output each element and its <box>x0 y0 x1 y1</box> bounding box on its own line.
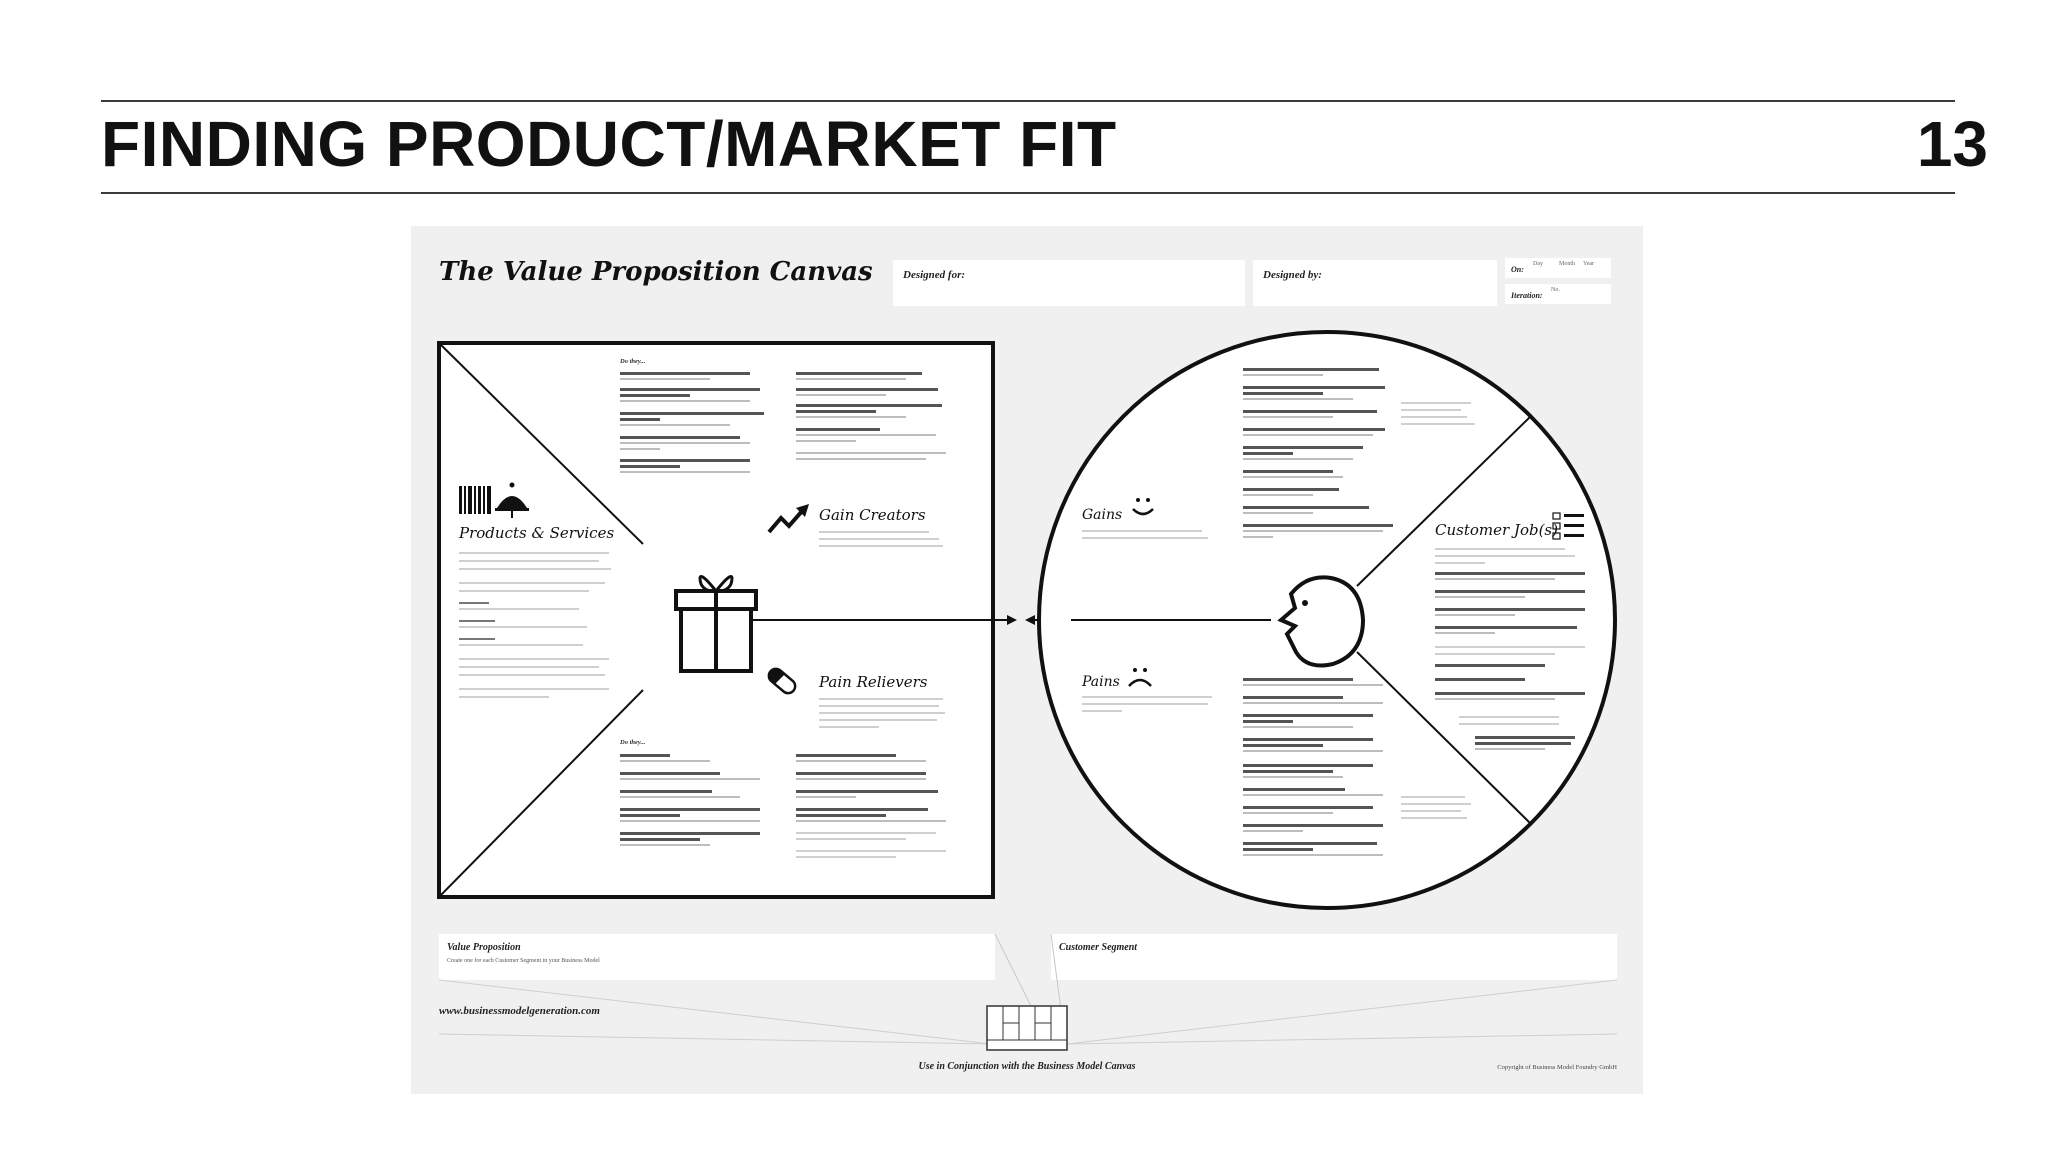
barcode-icon <box>459 486 491 514</box>
customer-jobs-questions <box>1435 548 1585 750</box>
gain-creators-do-they: Do they... <box>619 358 646 365</box>
iteration-label: Iteration: <box>1510 291 1543 300</box>
customer-jobs-heading: Customer Job(s) <box>1435 521 1558 539</box>
pains-heading: Pains <box>1081 674 1120 690</box>
website-link[interactable]: www.businessmodelgeneration.com <box>439 1005 600 1017</box>
customer-segment-label: Customer Segment <box>1059 942 1138 953</box>
date-field[interactable] <box>1505 258 1611 278</box>
gains-notes <box>1082 530 1208 539</box>
designed-for-field[interactable] <box>893 260 1245 306</box>
date-day: Day <box>1533 261 1543 267</box>
pains-notes <box>1082 696 1212 712</box>
value-proposition-label: Value Proposition <box>447 942 521 953</box>
value-proposition-field[interactable] <box>439 934 995 980</box>
pain-relievers-heading: Pain Relievers <box>818 673 928 691</box>
cloche-icon <box>495 482 529 518</box>
smile-icon <box>1132 498 1154 516</box>
canvas-title: The Value Proposition Canvas <box>439 257 873 287</box>
gain-creators-heading: Gain Creators <box>819 506 926 524</box>
gain-creators-notes <box>819 531 943 547</box>
date-month: Month <box>1559 261 1575 267</box>
face-profile-icon <box>1277 575 1366 668</box>
gift-icon <box>674 575 758 673</box>
conjunction-note: Use in Conjunction with the Business Mod… <box>918 1061 1135 1072</box>
gains-questions <box>1243 368 1475 538</box>
iteration-field[interactable] <box>1505 284 1611 304</box>
iteration-hint: No. <box>1551 287 1560 293</box>
customer-profile: Gains Customer Job(s) <box>1037 330 1617 910</box>
designed-by-field[interactable] <box>1253 260 1497 306</box>
pain-relievers-questions <box>620 754 946 858</box>
on-label: On: <box>1511 265 1524 274</box>
customer-segment-field[interactable] <box>1051 934 1617 980</box>
gain-creators-questions <box>620 372 946 473</box>
value-proposition-canvas: The Value Proposition Canvas Designed fo… <box>411 226 1643 1094</box>
designed-by-label: Designed by: <box>1262 269 1322 281</box>
pains-questions <box>1243 678 1471 856</box>
copyright-note: Copyright of Business Model Foundry GmbH <box>1497 1064 1617 1071</box>
frown-icon <box>1128 668 1152 687</box>
date-year: Year <box>1583 261 1594 267</box>
products-services-notes <box>459 552 611 698</box>
bottom-strip: Value Proposition Create one for each Cu… <box>438 933 1617 1072</box>
business-model-canvas-icon <box>986 1005 1068 1051</box>
designed-for-label: Designed for: <box>902 269 965 281</box>
pill-icon <box>767 667 797 695</box>
page-number: 13 <box>1916 108 1988 180</box>
top-rule <box>101 100 1955 102</box>
checklist-icon <box>1552 512 1584 540</box>
value-map: Products & Services <box>437 341 995 899</box>
pain-relievers-notes <box>819 698 945 728</box>
page-title: FINDING PRODUCT/MARKET FIT <box>101 108 1117 180</box>
products-services-heading: Products & Services <box>458 524 614 542</box>
bottom-rule <box>101 192 1955 194</box>
pain-relievers-do-they: Do they... <box>619 739 646 746</box>
value-proposition-hint: Create one for each Customer Segment in … <box>447 957 600 964</box>
chart-up-icon <box>767 504 809 534</box>
gains-heading: Gains <box>1082 507 1122 523</box>
